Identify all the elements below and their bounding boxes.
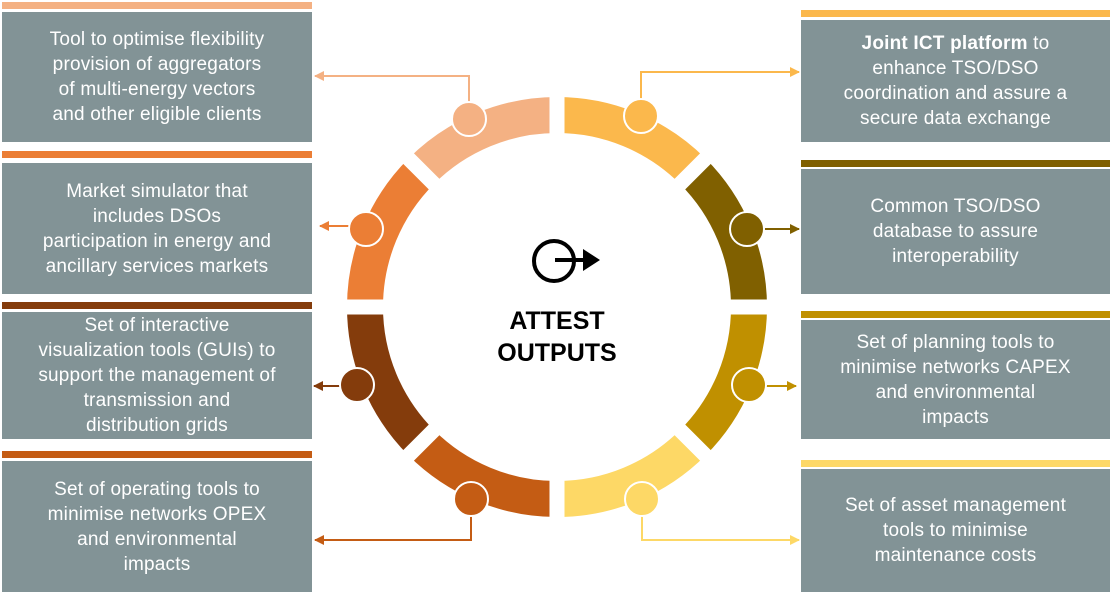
connector-arrow <box>641 516 800 545</box>
node-circle <box>624 481 660 517</box>
output-text: Set of interactive visualization tools (… <box>38 315 276 436</box>
node-circle <box>348 211 384 247</box>
output-text: Set of planning tools to minimise networ… <box>840 331 1071 428</box>
node-circle <box>729 211 765 247</box>
output-text: Set of operating tools to minimise netwo… <box>47 478 267 575</box>
output-box-operating-tools: Set of operating tools to minimise netwo… <box>2 461 312 592</box>
ring-gap <box>394 144 448 198</box>
connector-arrow <box>314 516 472 545</box>
output-text: Set of asset management tools to minimis… <box>844 495 1067 566</box>
output-text: Common TSO/DSO database to assure intero… <box>870 196 1041 267</box>
node-circle <box>453 481 489 517</box>
output-box-asset-management: Set of asset management tools to minimis… <box>801 469 1110 592</box>
output-text: Joint ICT platform to enhance TSO/DSO co… <box>844 31 1068 131</box>
node-circle <box>451 101 487 137</box>
ring-segment <box>347 306 435 456</box>
ring-gap <box>666 416 720 470</box>
output-box-market-simulator: Market simulator that includes DSOs part… <box>2 163 312 294</box>
output-box-ict-platform: Joint ICT platform to enhance TSO/DSO co… <box>801 20 1110 142</box>
output-text: Tool to optimise flexibility provision o… <box>49 29 265 125</box>
color-bar-right-1 <box>801 10 1110 17</box>
node-circle <box>623 98 659 134</box>
ring-segment <box>408 97 558 185</box>
output-text: Market simulator that includes DSOs part… <box>42 180 272 277</box>
color-bar-left-1 <box>2 2 312 9</box>
ring-segment <box>556 429 706 517</box>
connector-arrow <box>640 67 800 99</box>
output-box-common-database: Common TSO/DSO database to assure intero… <box>801 169 1110 294</box>
output-text-rest: to enhance TSO/DSO coordination and assu… <box>843 33 1068 129</box>
output-box-planning-tools: Set of planning tools to minimise networ… <box>801 320 1110 439</box>
ring-gap <box>666 144 720 198</box>
output-bold-text: Joint ICT platform <box>861 33 1028 54</box>
ring-gap <box>394 416 448 470</box>
color-bar-right-3 <box>801 311 1110 318</box>
center-title: ATTEST OUTPUTS <box>497 307 617 367</box>
color-bar-left-4 <box>2 451 312 458</box>
color-bar-right-2 <box>801 160 1110 167</box>
node-circle <box>339 367 375 403</box>
color-bar-right-4 <box>801 460 1110 467</box>
connector-arrow <box>314 71 470 102</box>
output-box-visualization-tools: Set of interactive visualization tools (… <box>2 312 312 439</box>
color-bar-left-3 <box>2 302 312 309</box>
node-circle <box>731 367 767 403</box>
circle-arrow-logo-icon <box>532 239 600 283</box>
output-box-aggregator-tool: Tool to optimise flexibility provision o… <box>2 12 312 142</box>
color-bar-left-2 <box>2 151 312 158</box>
ring-segment <box>408 429 558 517</box>
